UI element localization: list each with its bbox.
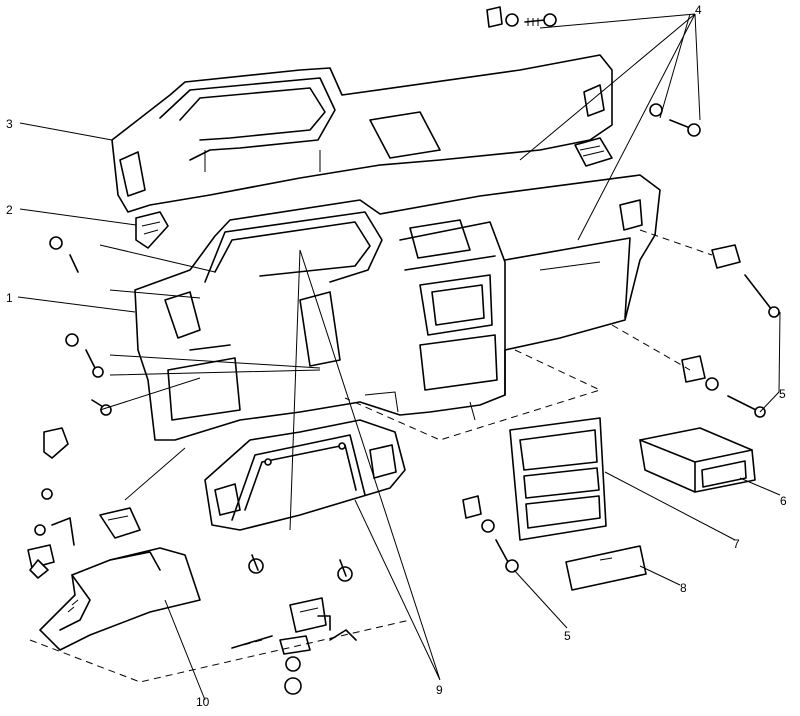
callout-8: 8 (680, 581, 687, 595)
callout-1: 1 (6, 291, 13, 305)
main-instrument-panel (134, 174, 661, 441)
leader-lines (17, 13, 781, 701)
center-bezel (509, 417, 607, 541)
cluster-bezel (204, 419, 406, 531)
callout-5-center: 5 (564, 629, 571, 643)
storage-tray (639, 427, 756, 493)
lower-cover (39, 507, 201, 651)
callout-labels: 1 2 3 4 5 5 6 7 8 9 10 (6, 3, 787, 709)
dashed-assembly-lines (29, 229, 713, 683)
callout-2: 2 (6, 203, 13, 217)
ashtray (565, 545, 647, 591)
callout-3: 3 (6, 117, 13, 131)
callout-4: 4 (695, 3, 702, 17)
callout-5-right: 5 (779, 387, 786, 401)
bracket-clip (135, 211, 169, 249)
upper-panel-pad (111, 54, 613, 213)
callout-9: 9 (436, 683, 443, 697)
callout-7: 7 (733, 537, 740, 551)
callout-6: 6 (780, 494, 787, 508)
callout-10: 10 (196, 695, 210, 709)
